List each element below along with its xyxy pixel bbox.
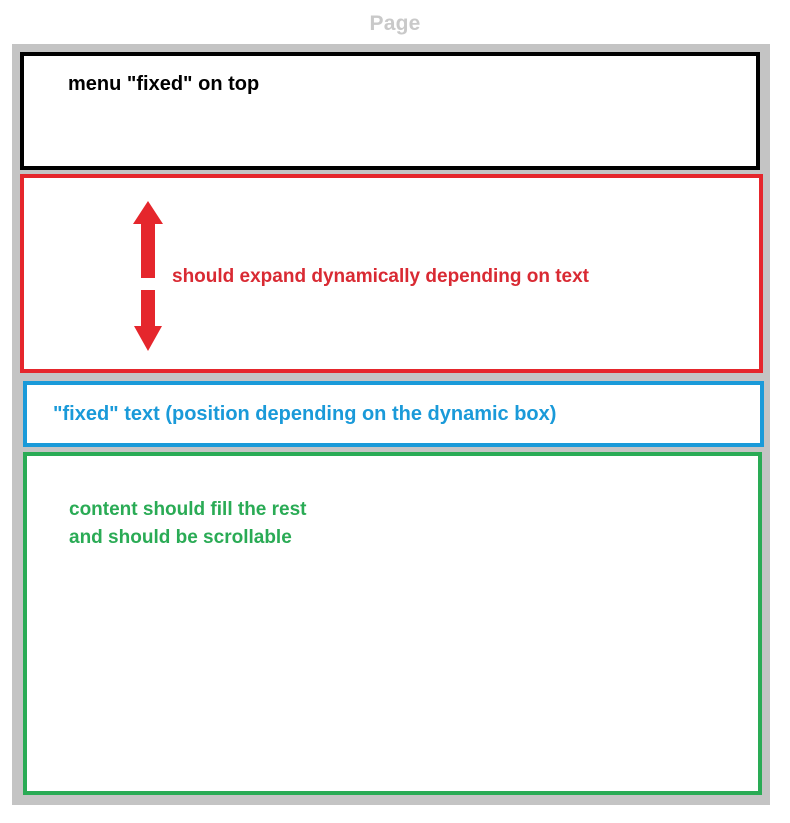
dynamic-box-label: should expand dynamically depending on t… [172, 266, 590, 287]
dynamic-box[interactable]: should expand dynamically depending on t… [20, 174, 763, 373]
menu-box-label: menu "fixed" on top [68, 73, 260, 95]
fixed-text-box[interactable]: "fixed" text (position depending on the … [23, 381, 764, 447]
fixed-text-box-label: "fixed" text (position depending on the … [53, 403, 557, 425]
content-box[interactable]: content should fill the rest and should … [23, 452, 762, 795]
double-vertical-arrow-icon [131, 200, 165, 352]
page-title: Page [369, 12, 421, 35]
content-box-label: content should fill the rest and should … [69, 499, 307, 548]
menu-box[interactable]: menu "fixed" on top [20, 52, 760, 170]
